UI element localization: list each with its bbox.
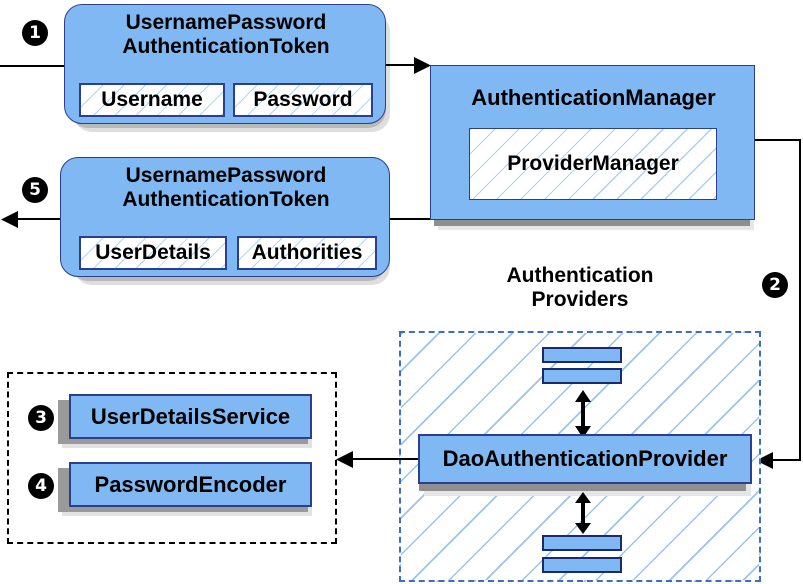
authentication-manager-title: AuthenticationManager [471,85,716,110]
provider-manager-box: ProviderManager [469,128,717,200]
other-provider-bar-top-2 [542,368,622,384]
connector-dao-to-collaborators [352,458,418,460]
other-provider-bar-bottom-2 [542,557,622,573]
step-badge-3: 3 [28,405,54,431]
arrowhead-into-collaborators [336,451,353,468]
step-badge-4: 4 [28,473,54,499]
connector-response-out [14,218,78,220]
dao-authentication-provider-box: DaoAuthenticationProvider [418,434,752,484]
connector-request-in [0,65,78,67]
step-badge-5: 5 [22,177,48,203]
double-arrow-top [575,390,591,438]
userdetailsservice-box: UserDetailsService [69,394,312,439]
other-provider-bar-bottom-1 [542,535,622,551]
connector-manager-to-response-token [390,218,430,220]
collaborators-region [7,372,337,544]
response-token-field-userdetails: UserDetails [79,236,227,270]
request-token-field-username: Username [79,83,225,117]
connector-token-to-manager [386,64,418,66]
double-arrow-bottom [575,492,591,534]
response-token-title: UsernamePassword AuthenticationToken [122,164,330,211]
arrowhead-into-manager [414,57,431,74]
arrowhead-into-dao-provider [756,452,773,469]
arrowhead-response-out [1,211,18,228]
step-badge-2: 2 [762,272,788,298]
connector-manager-right [755,139,801,141]
step-badge-1: 1 [22,20,48,46]
request-token-box: UsernamePassword AuthenticationToken Use… [64,4,386,124]
request-token-title: UsernamePassword AuthenticationToken [122,11,330,58]
request-token-field-password: Password [233,83,373,117]
passwordencoder-box: PasswordEncoder [69,462,312,507]
authentication-manager-box: AuthenticationManager ProviderManager [430,65,755,220]
providers-section-label: Authentication Providers [506,264,654,311]
response-token-box: UsernamePassword AuthenticationToken Use… [60,157,390,277]
other-provider-bar-top-1 [542,347,622,363]
response-token-field-authorities: Authorities [237,236,377,270]
connector-into-dao-provider [771,459,801,461]
connector-manager-down [799,139,801,461]
